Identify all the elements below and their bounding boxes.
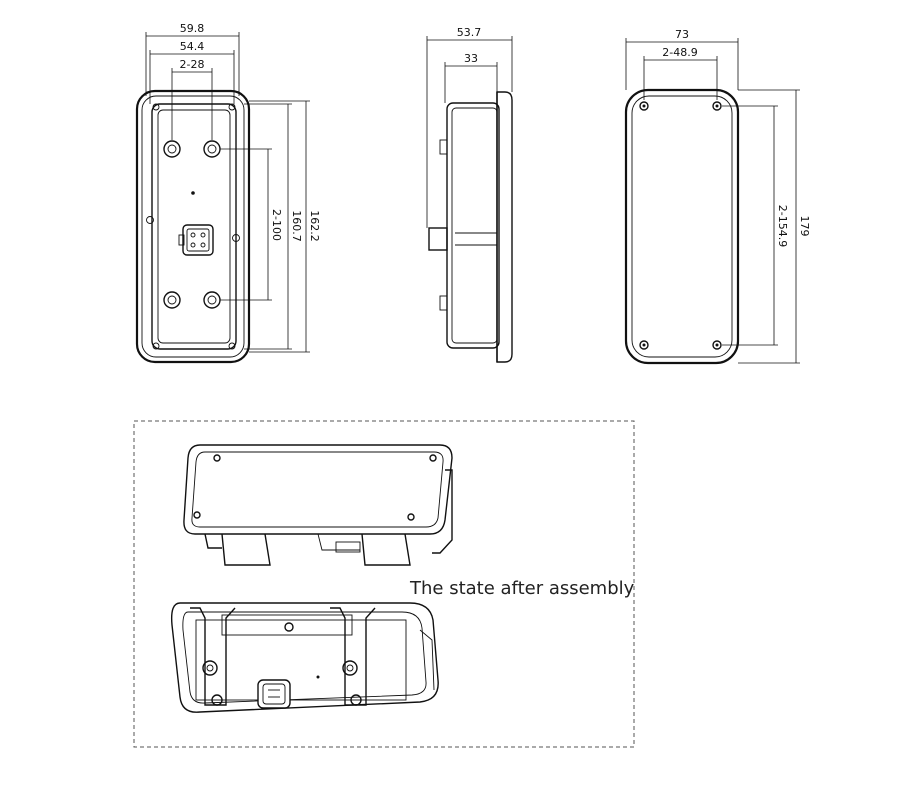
- dim-overall-height: 162.2: [308, 210, 321, 242]
- front-stud-bl: [163, 291, 181, 309]
- assembly-panel: The state after assembly: [133, 420, 635, 748]
- dim-hole-spacing: 2-28: [180, 58, 205, 71]
- dim-overall-width: 59.8: [180, 22, 205, 35]
- front-stud-br: [203, 291, 221, 309]
- dim-inner-height: 160.7: [290, 210, 303, 242]
- dim-back-height: 179: [798, 216, 811, 237]
- front-stud-tr: [203, 140, 221, 158]
- side-view: 53.7 33: [426, 26, 513, 363]
- front-view: 59.8 54.4 2-28 2-100 160.7 162.2: [135, 22, 321, 364]
- back-hole-tr: [712, 101, 722, 111]
- dim-back-hole-pitch: 2-154.9: [776, 205, 789, 247]
- dim-back-width: 73: [675, 28, 689, 41]
- assembly-bottom-view: [170, 602, 439, 713]
- assembly-caption: The state after assembly: [409, 578, 635, 599]
- connector: [178, 224, 214, 256]
- dim-body-depth: 33: [464, 52, 478, 65]
- back-view: 73 2-48.9 2-154.9 179: [624, 28, 811, 365]
- dim-depth: 53.7: [457, 26, 482, 39]
- dim-back-hole-spacing: 2-48.9: [662, 46, 697, 59]
- dim-inner-width: 54.4: [180, 40, 205, 53]
- assembly-top-view: [183, 444, 453, 566]
- front-stud-tl: [163, 140, 181, 158]
- back-hole-tl: [639, 101, 649, 111]
- back-hole-br: [712, 340, 722, 350]
- dim-hole-pitch: 2-100: [270, 209, 283, 241]
- assembly-connector: [257, 679, 291, 709]
- back-hole-bl: [639, 340, 649, 350]
